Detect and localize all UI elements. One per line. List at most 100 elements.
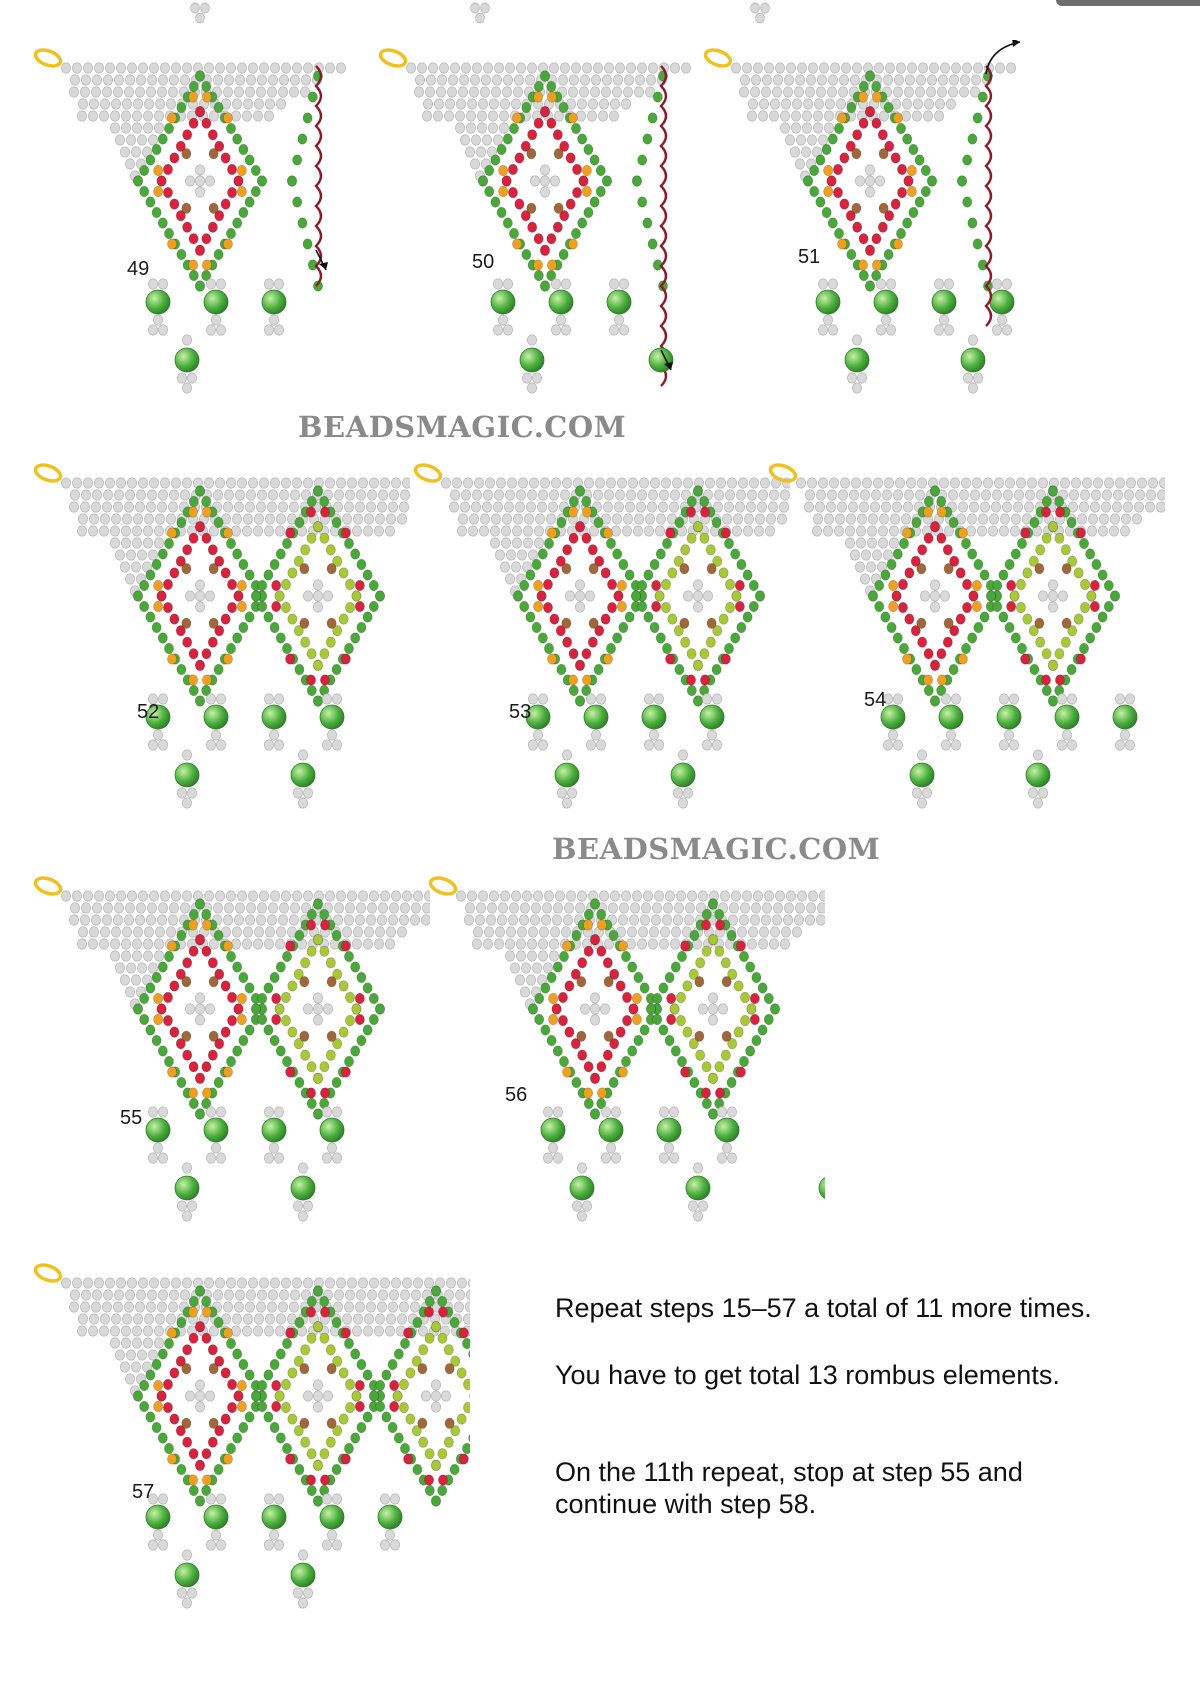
step-number-label: 55 [120,1107,143,1129]
seed-bead [619,324,629,336]
seed-bead [176,929,187,942]
seed-bead [730,632,741,644]
seed-bead [188,1474,198,1486]
seed-bead [478,175,488,187]
seed-bead [485,477,495,489]
seed-bead [151,971,162,984]
seed-bead [511,98,521,110]
seed-bead [166,98,176,110]
seed-bead [380,1277,390,1289]
seed-bead [202,259,212,271]
seed-bead [366,914,376,926]
seed-bead [664,1034,675,1047]
seed-bead [167,653,178,665]
seed-bead [575,485,585,497]
seed-bead [595,164,606,177]
seed-bead [332,555,343,567]
seed-bead [506,549,516,561]
seed-bead [494,62,504,74]
seed-bead [581,185,592,198]
seed-bead [603,976,614,988]
seed-bead [232,1313,242,1325]
seed-bead [949,625,960,637]
seed-bead [583,1061,594,1073]
seed-bead [215,62,225,74]
seed-bead [380,1539,390,1551]
seed-bead [264,324,274,336]
round-bead [818,1177,825,1199]
seed-bead [712,693,722,705]
seed-bead [698,1003,708,1015]
seed-bead [469,513,479,525]
seed-bead [1048,601,1058,613]
seed-bead [986,590,996,602]
seed-bead [131,561,141,573]
seed-bead [301,902,311,914]
seed-bead [153,185,164,198]
beading-step-53-diagram [413,463,790,809]
seed-bead [417,1363,428,1375]
seed-bead [195,898,205,910]
seed-bead [847,372,857,384]
seed-bead [667,613,678,625]
seed-bead [906,164,917,177]
seed-bead [823,314,833,326]
seed-bead [418,1344,429,1356]
seed-bead [849,489,859,501]
seed-bead [378,489,388,501]
seed-bead [1038,477,1048,489]
seed-bead [572,163,582,175]
seed-bead [463,1378,470,1390]
seed-bead [213,516,224,529]
seed-bead [238,558,249,571]
seed-bead [259,62,269,74]
seed-bead [231,938,241,950]
seed-bead [748,600,759,613]
seed-bead [543,578,553,590]
seed-bead [568,86,578,98]
seed-bead [70,489,80,501]
seed-bead [876,324,886,336]
seed-bead [549,489,559,501]
seed-bead [828,74,838,86]
seed-bead [540,164,550,176]
seed-bead [643,890,653,902]
seed-bead [232,1348,243,1360]
seed-bead [313,1401,323,1413]
seed-bead [274,1106,284,1118]
seed-bead [999,525,1009,537]
seed-bead [579,86,589,98]
seed-bead [375,1313,385,1325]
seed-bead [711,516,722,529]
seed-bead [682,1026,693,1038]
seed-bead [873,477,883,489]
seed-bead [659,938,669,950]
seed-bead [884,210,895,222]
seed-bead [302,238,313,250]
seed-bead [1060,544,1071,556]
seed-bead [238,971,249,984]
scrollbar-thumb[interactable] [1056,0,1200,6]
seed-bead [269,1358,280,1371]
seed-bead [466,1289,470,1301]
seed-bead [1159,477,1165,489]
seed-bead [377,501,387,513]
seed-bead [527,938,537,950]
seed-bead [870,501,880,513]
seed-bead [208,202,219,214]
seed-bead [148,1493,158,1505]
seed-bead [1033,749,1043,761]
seed-bead [293,968,304,980]
seed-bead [271,1013,282,1026]
seed-bead [1125,739,1135,751]
seed-bead [206,1539,216,1551]
seed-bead [519,600,530,613]
seed-bead [845,525,855,537]
seed-bead [246,489,256,501]
seed-bead [292,477,302,489]
seed-bead [890,198,901,210]
seed-bead [644,693,654,705]
seed-bead [325,62,335,74]
seed-bead [271,992,282,1005]
seed-bead [338,980,349,992]
